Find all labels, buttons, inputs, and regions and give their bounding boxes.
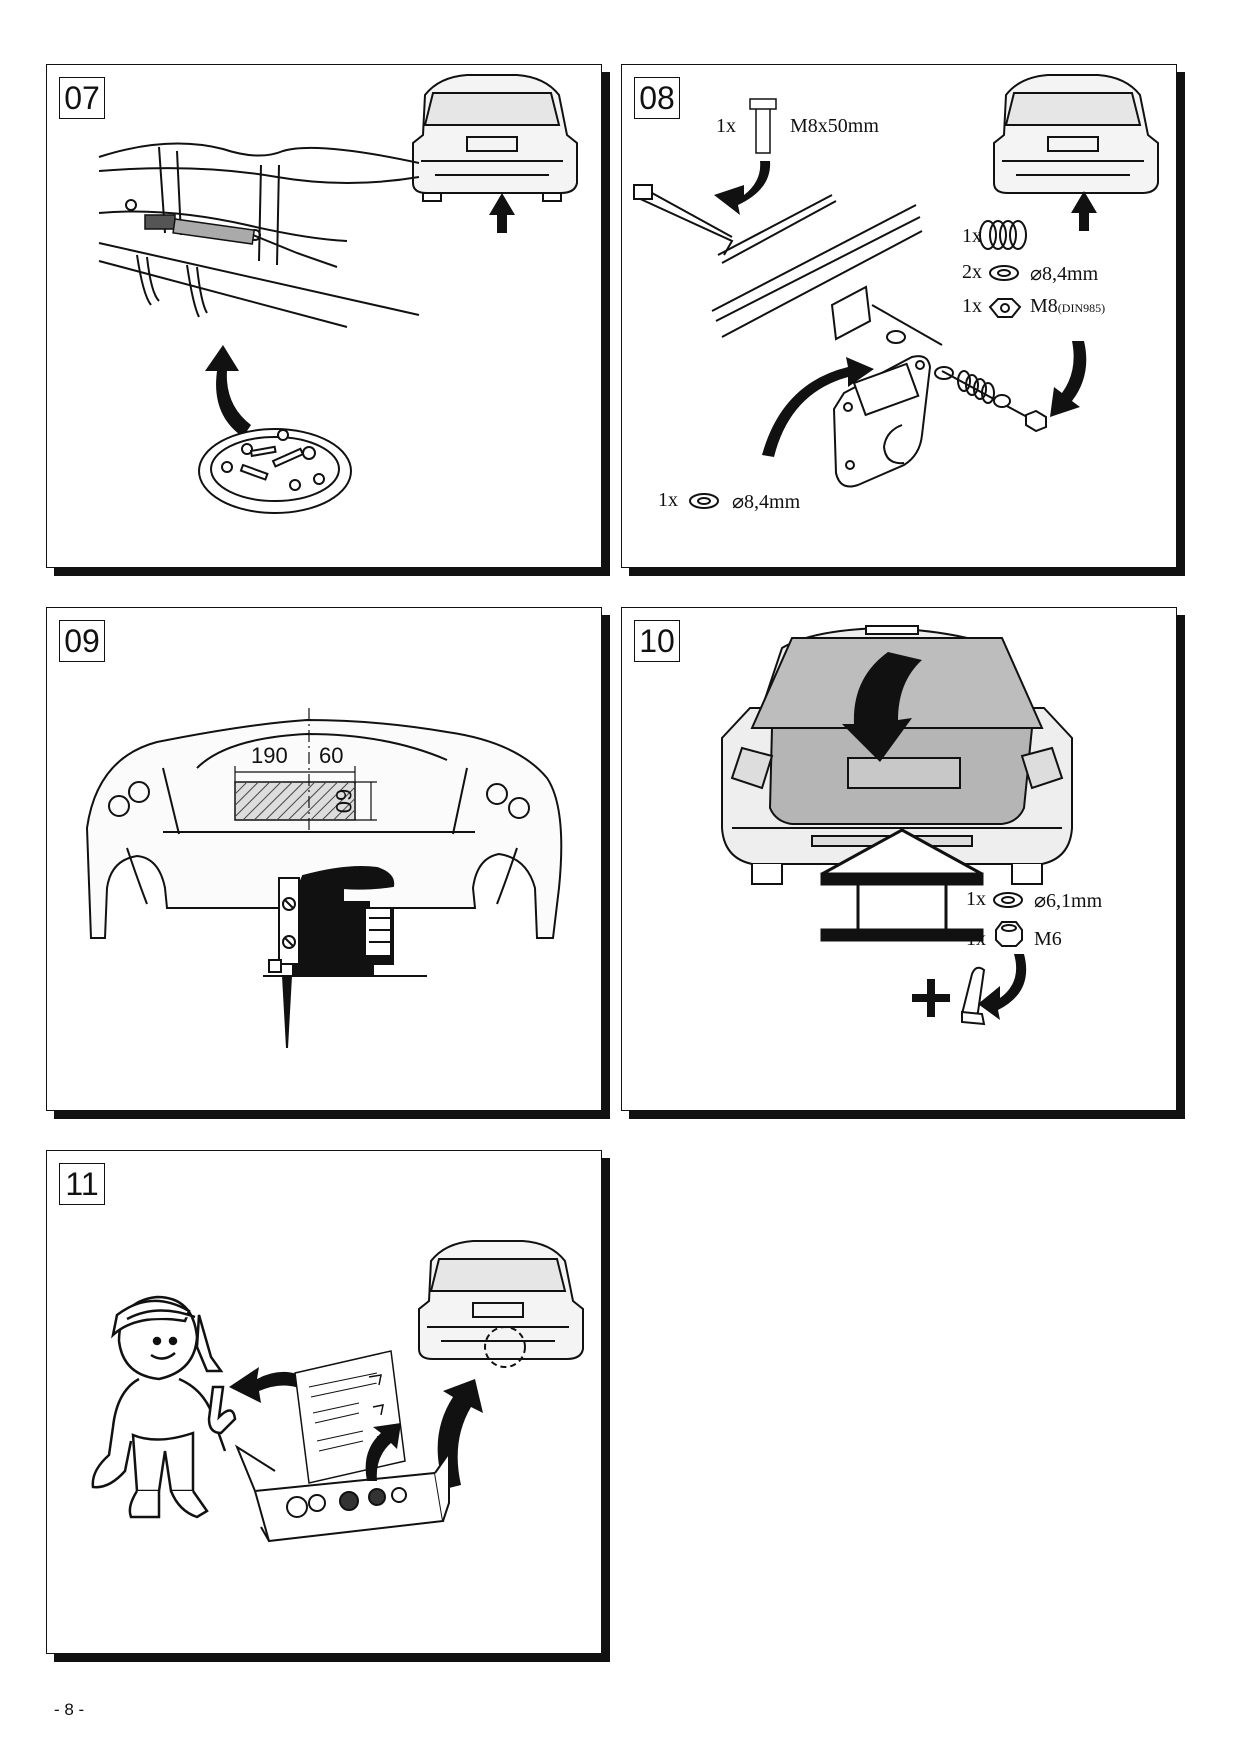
mechanic-figure	[91, 1295, 237, 1519]
step-08-panel: 08	[621, 64, 1177, 568]
washers-qty: 2x	[962, 261, 982, 283]
curved-arrow-icon	[1050, 341, 1087, 417]
nut-qty: 1x	[966, 928, 986, 950]
spring-icon	[957, 370, 995, 404]
dimension-190: 190	[251, 743, 288, 768]
step-08-illustration	[633, 74, 1159, 509]
nut-standard: (DIN985)	[1057, 301, 1106, 315]
step-09-illustration	[85, 708, 563, 1049]
cutout-area	[234, 781, 356, 821]
washer-icon	[989, 265, 1019, 281]
step-number: 08	[634, 77, 680, 119]
washer-icon	[993, 892, 1023, 908]
washer-front-size: ⌀8,4mm	[732, 491, 801, 513]
curved-arrow-icon	[714, 161, 771, 215]
washers-size: ⌀8,4mm	[1030, 263, 1099, 285]
up-arrow-icon	[1071, 191, 1097, 231]
step-number: 09	[59, 620, 105, 662]
bracket-icon	[960, 966, 986, 1026]
bumper-outline	[85, 718, 563, 939]
washer-icon	[689, 493, 719, 509]
step-10-illustration	[721, 625, 1073, 1026]
washer-size: ⌀6,1mm	[1034, 890, 1103, 912]
connector-module-icon	[144, 214, 256, 245]
car-rear-icon	[412, 74, 578, 202]
up-arrow-icon	[489, 193, 515, 233]
bracket-assembly	[633, 184, 1047, 488]
bolt-size: M8x50mm	[790, 115, 879, 137]
step-11-illustration	[91, 1240, 584, 1543]
page-number: - 8 -	[54, 1700, 85, 1719]
step-11-panel: 11	[46, 1150, 602, 1654]
curved-arrow-icon	[978, 954, 1027, 1020]
parts-tray-icon	[198, 428, 352, 514]
car-rear-icon	[993, 74, 1159, 194]
underbody-detail	[98, 142, 420, 328]
nut-icon	[988, 298, 1022, 318]
nut-qty: 1x	[962, 295, 982, 317]
spring-qty: 1x	[962, 225, 982, 247]
dimension-60-height: 60	[331, 788, 357, 814]
bolt-qty: 1x	[716, 115, 736, 137]
curved-arrow-icon	[229, 1367, 315, 1403]
step-number: 11	[59, 1163, 105, 1205]
step-10-panel: 10	[621, 607, 1177, 1111]
dimension-60-width: 60	[319, 743, 344, 768]
step-number: 07	[59, 77, 105, 119]
step-09-panel: 09	[46, 607, 602, 1111]
nut-size: M6	[1034, 928, 1062, 950]
washer-qty: 1x	[966, 888, 986, 910]
curved-arrow-icon	[205, 345, 251, 437]
up-arrow-large-icon	[820, 828, 984, 942]
plus-icon	[912, 979, 950, 1017]
curved-arrow-icon	[842, 652, 922, 762]
nut-size: M8(DIN985)	[1030, 295, 1106, 317]
dimension-lines	[234, 708, 377, 830]
parts-box-icon	[234, 1444, 450, 1543]
curved-arrow-icon	[762, 357, 874, 457]
jigsaw-icon	[263, 866, 427, 1049]
nut-icon	[995, 921, 1023, 947]
bolt-icon	[749, 98, 777, 154]
car-rear-icon	[418, 1240, 584, 1368]
step-07-panel: 07	[46, 64, 602, 568]
step-07-illustration	[98, 74, 578, 514]
step-number: 10	[634, 620, 680, 662]
spring-icon	[979, 220, 1027, 250]
curved-arrow-icon	[365, 1423, 401, 1481]
washer-front-qty: 1x	[658, 489, 678, 511]
instruction-sheet-icon	[294, 1350, 406, 1484]
